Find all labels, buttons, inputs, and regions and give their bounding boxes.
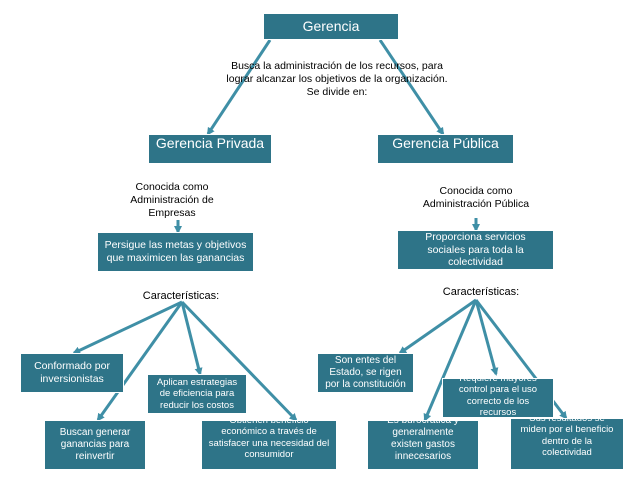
arrow-privada-to-buscan (96, 301, 184, 422)
arrow-gerencia-to-publica (378, 39, 445, 136)
node-obtienen: Obtienen beneficio económico a través de… (201, 420, 337, 470)
node-gerencia-privada-text: Gerencia Privada (155, 135, 265, 151)
node-gerencia-publica-text: Gerencia Pública (392, 135, 499, 151)
node-proporciona-text: Proporciona servicios sociales para toda… (425, 231, 526, 269)
node-proporciona: Proporciona servicios sociales para toda… (397, 230, 554, 270)
node-gerencia-privada: Gerencia Privada (148, 134, 272, 164)
node-obtienen-text: Obtienen beneficio económico a través de… (208, 420, 330, 461)
node-aplican-text: Aplican estrategias de eficiencia para r… (156, 376, 238, 411)
node-requiere: Requiere mayores control para el uso cor… (442, 378, 554, 418)
arrow-privada-to-aplican (180, 301, 203, 376)
arrow-publica-to-requiere (474, 299, 499, 376)
node-buscan: Buscan generar ganancias para reinvertir (44, 420, 146, 470)
node-burocratica-text: Es burocrática y generalmente existen ga… (387, 420, 459, 462)
node-entes: Son entes del Estado, se rigen por la co… (317, 353, 414, 393)
node-entes-text: Son entes del Estado, se rigen por la co… (325, 355, 406, 390)
arrow-publica-to-burocratica (423, 299, 478, 422)
node-burocratica: Es burocrática y generalmente existen ga… (367, 420, 479, 470)
node-gerencia: Gerencia (263, 13, 399, 40)
label-conocida-publica: Conocida como Administración Pública (422, 185, 530, 211)
node-resultados-text: Sus resultados se miden por el beneficio… (520, 418, 614, 459)
node-conformado-text: Conformado por inversionistas (34, 360, 110, 385)
node-buscan-text: Buscan generar ganancias para reinvertir (59, 427, 131, 462)
node-requiere-text: Requiere mayores control para el uso cor… (458, 378, 538, 418)
arrow-publica-to-entes (398, 298, 477, 355)
label-caracteristicas-privada: Características: (142, 290, 220, 302)
node-persigue: Persigue las metas y objetivos que maxim… (97, 232, 254, 272)
node-resultados: Sus resultados se miden por el beneficio… (510, 418, 624, 470)
label-definicion: Busca la administración de los recursos,… (226, 60, 448, 99)
label-conocida-privada: Conocida como Administración de Empresas (130, 181, 214, 220)
node-gerencia-publica: Gerencia Pública (377, 134, 514, 164)
node-persigue-text: Persigue las metas y objetivos que maxim… (104, 239, 247, 264)
node-aplican: Aplican estrategias de eficiencia para r… (147, 374, 247, 414)
label-caracteristicas-publica: Características: (442, 286, 520, 298)
node-gerencia-text: Gerencia (302, 18, 360, 35)
arrow-privada-to-conformado (72, 300, 183, 355)
arrow-privada-to-obtienen (180, 300, 298, 422)
node-conformado: Conformado por inversionistas (20, 353, 124, 393)
arrow-gerencia-to-privada (206, 39, 272, 136)
